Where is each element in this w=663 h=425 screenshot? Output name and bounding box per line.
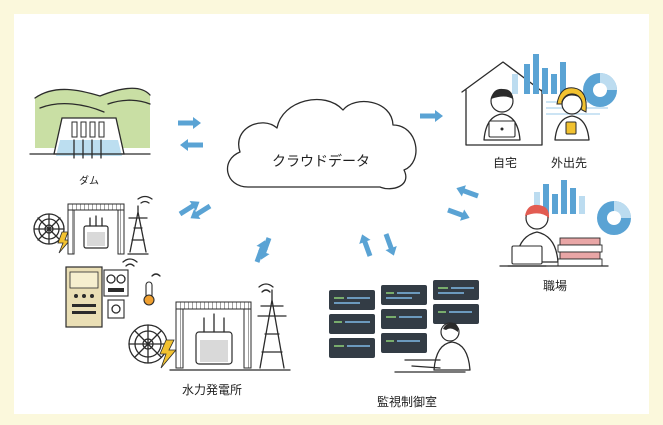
power-plant-label: 水力発電所 bbox=[182, 383, 243, 397]
arrow-down-control bbox=[380, 231, 400, 258]
wifi-icon bbox=[151, 273, 161, 277]
turbine-icon bbox=[128, 324, 168, 364]
pie-chart-icon bbox=[583, 73, 617, 107]
control-room-label: 監視制御室 bbox=[377, 395, 438, 409]
person-icon bbox=[483, 88, 521, 141]
dam-icon bbox=[29, 87, 151, 159]
control-panel-icon bbox=[65, 266, 129, 328]
cloud-label: クラウドデータ bbox=[272, 154, 370, 170]
operator-icon bbox=[394, 322, 471, 373]
pie-chart-icon bbox=[597, 201, 631, 235]
document-stack-icon bbox=[499, 237, 609, 267]
arrow-cloud-to-dam bbox=[180, 139, 203, 151]
monitor-wall-icon bbox=[329, 280, 479, 358]
home-label: 自宅 bbox=[493, 156, 518, 170]
cloud-icon bbox=[226, 98, 417, 190]
wifi-icon bbox=[122, 258, 138, 267]
wifi-icon bbox=[137, 195, 153, 204]
arrow-up-control bbox=[356, 232, 376, 259]
arrow-work-to-cloud bbox=[454, 182, 481, 202]
transmission-tower-icon bbox=[169, 289, 291, 371]
outside-label: 外出先 bbox=[551, 156, 588, 170]
thermometer-icon bbox=[143, 281, 155, 306]
arrow-cloud-to-work bbox=[445, 204, 472, 224]
person-icon bbox=[554, 87, 590, 141]
bar-chart-icon bbox=[512, 54, 566, 94]
workplace-label: 職場 bbox=[543, 279, 568, 293]
laptop-icon bbox=[488, 120, 516, 138]
turbine-icon bbox=[33, 213, 65, 245]
dam-label: ダム bbox=[79, 176, 99, 187]
laptop-icon bbox=[507, 245, 547, 267]
lightning-icon bbox=[159, 339, 177, 369]
arrow-dam-to-cloud bbox=[178, 117, 201, 129]
wifi-icon bbox=[258, 283, 274, 293]
person-icon bbox=[515, 204, 559, 263]
bar-chart-icon bbox=[534, 180, 585, 214]
arrow-cloud-to-home bbox=[420, 110, 443, 122]
transmission-tower-icon bbox=[67, 203, 149, 255]
